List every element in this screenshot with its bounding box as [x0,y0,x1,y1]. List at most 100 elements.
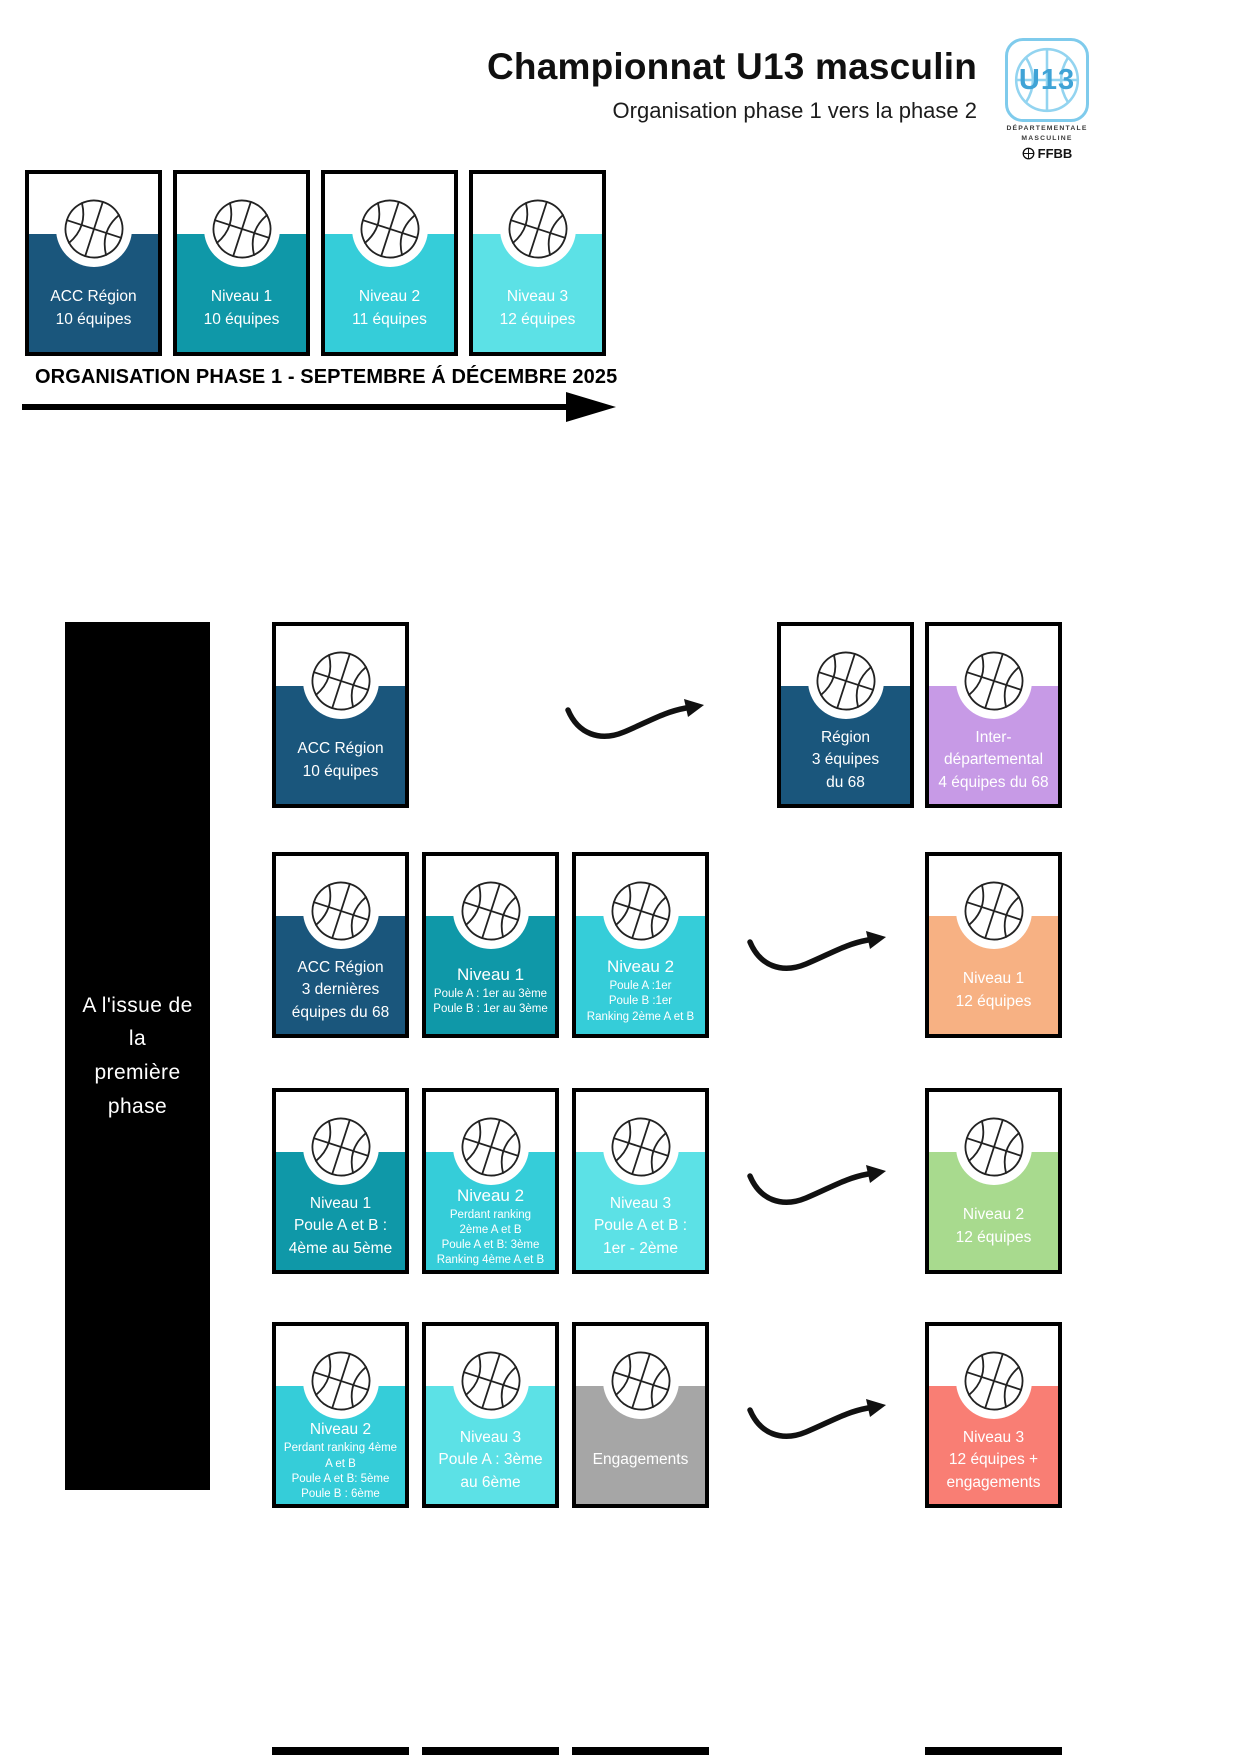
basketball-icon [964,881,1023,941]
card-label-line: du 68 [826,773,865,791]
card-label-line: Niveau 1 [962,970,1025,988]
card-label-line: ACC Région [297,958,384,976]
card-label: Niveau 3 12 équipes [476,268,599,349]
card-p2-niveau1-4eme-5eme: Niveau 1 Poule A et B : 4ème au 5ème [272,1088,409,1274]
card-label-line: 10 équipes [55,310,132,328]
basketball-icon [311,881,370,941]
ffbb-brand: FFBB [1000,146,1094,161]
flow-arrow-row2 [747,931,886,971]
basketball-badge [452,1109,529,1185]
card-label-line: Poule B :1er [608,995,673,1008]
basketball-icon [311,1351,370,1411]
header: Championnat U13 masculin Organisation ph… [280,46,977,124]
card-phase1-niveau-3: Niveau 3 12 équipes [469,170,606,356]
basketball-icon [816,651,875,711]
card-label-line: Perdant ranking 4ème [283,1442,398,1455]
basketball-badge [203,191,280,267]
basketball-badge [955,643,1032,719]
card-label-line: Poule A et B: 3ème [441,1238,540,1251]
cutoff-card-top [272,1747,409,1755]
card-label-line: Niveau 3 [506,288,569,306]
page-title: Championnat U13 masculin [486,46,977,87]
basketball-icon [360,199,419,259]
flow-arrow-row1 [565,699,704,739]
card-p2-acc-region-10-equipes: ACC Région 10 équipes [272,622,409,808]
page-subtitle: Organisation phase 1 vers la phase 2 [612,98,977,123]
card-label-line: Poule B : 6ème [301,1487,380,1500]
card-label-line: Poule A et B: 5ème [291,1472,390,1485]
cutoff-card-top [572,1747,709,1755]
basketball-badge [499,191,576,267]
card-label-line: Poule A : 3ème [438,1451,543,1469]
side-label-line: la [128,1027,147,1051]
basketball-icon [461,1117,520,1177]
basketball-icon [311,651,370,711]
u13-logo-frame: U13 [1005,38,1089,122]
card-label-line: Ranking 2ème A et B [586,1010,695,1023]
basketball-badge [302,1343,379,1419]
basketball-icon [964,1117,1023,1177]
card-label-line: Région [820,728,871,746]
side-label-line: première [94,1061,181,1084]
u13-basketball-icon [1014,47,1080,113]
card-label: ACC Région 10 équipes [32,268,155,349]
card-label-line: 11 équipes [352,310,427,328]
card-label-line: Perdant ranking [449,1208,532,1221]
phase2-side-label: A l'issue de la première phase [82,989,192,1123]
card-label-line: 4ème au 5ème [288,1239,393,1257]
logo-tagline-2: MASCULINE [1021,135,1073,142]
side-label-line: A l'issue de [82,993,193,1017]
card-label-line: Poule B : 1er au 3ème [433,1002,548,1015]
card-label-line: 3 dernières [301,981,380,999]
card-label-line: Niveau 3 [459,1428,522,1446]
basketball-icon [611,881,670,941]
card-phase1-acc-region: ACC Région 10 équipes [25,170,162,356]
basketball-badge [351,191,428,267]
card-label-line: ACC Région [297,740,384,758]
basketball-badge [955,873,1032,949]
card-label-line: engagements [946,1473,1041,1491]
flow-arrow-row4 [747,1399,886,1439]
card-label-line: 3 équipes [811,751,880,769]
card-label-line: Ranking 4ème A et B [436,1254,545,1267]
card-label-line: Niveau 1 [309,1194,372,1212]
card-label-line: Niveau 2 [309,1420,372,1438]
card-p2-region-68: Région 3 équipes du 68 [777,622,914,808]
card-label-line: A et B [325,1457,356,1470]
basketball-badge [602,1343,679,1419]
basketball-badge [302,873,379,949]
basketball-badge [452,873,529,949]
ffbb-brand-text: FFBB [1037,146,1073,161]
card-label: ACC Région 10 équipes [279,720,402,801]
logo-tagline-1: DÉPARTEMENTALE [1006,125,1088,132]
basketball-icon [212,199,271,259]
card-label-line: 10 équipes [302,762,379,780]
card-label-line: ACC Région [50,288,137,306]
card-label-line: Poule A et B : [293,1217,388,1235]
basketball-badge [452,1343,529,1419]
card-p2-engagements: Engagements [572,1322,709,1508]
basketball-badge [55,191,132,267]
basketball-icon [611,1351,670,1411]
card-label-line: Niveau 2 [606,957,675,977]
card-label-line: Niveau 2 [962,1206,1025,1224]
basketball-badge [602,873,679,949]
card-label-line: Poule A et B : [593,1217,688,1235]
card-label-line: Niveau 3 [609,1194,672,1212]
u13-logo-text: U13 [1018,63,1076,96]
basketball-icon [964,651,1023,711]
card-label-line: 12 équipes [499,310,576,328]
card-label-line: Poule A :1er [609,980,672,993]
card-label-line: Inter- [975,728,1012,746]
